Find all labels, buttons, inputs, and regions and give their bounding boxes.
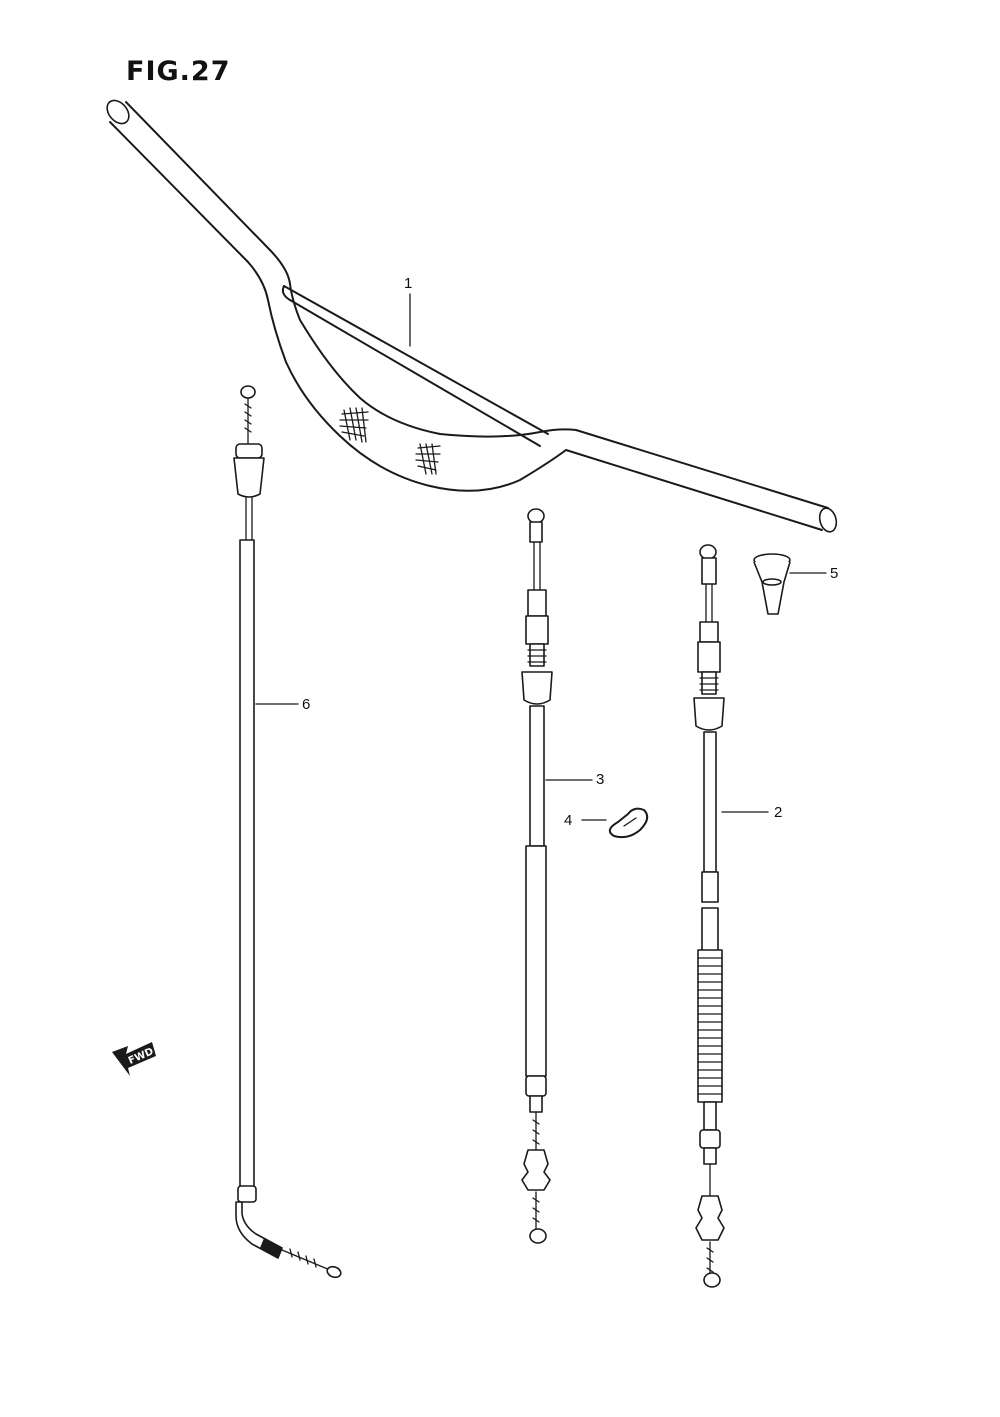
callout-1: 1 [404, 275, 413, 292]
figure-title: FIG.27 [126, 56, 231, 87]
bellows [697, 949, 723, 1103]
callout-4: 4 [564, 812, 573, 829]
handlebar [106, 99, 838, 533]
cable-6 [233, 385, 342, 1279]
callout-2: 2 [774, 804, 783, 821]
callout-3: 3 [596, 771, 605, 788]
cable-2 [693, 544, 769, 1288]
callout-5: 5 [830, 565, 839, 582]
cable-3 [521, 508, 593, 1244]
knurl-band-left [339, 407, 369, 443]
fwd-arrow-icon: FWD [112, 1042, 156, 1076]
clamp [581, 807, 649, 839]
boot [753, 553, 827, 615]
knurl-band-right [415, 443, 441, 475]
callout-6: 6 [302, 696, 311, 713]
